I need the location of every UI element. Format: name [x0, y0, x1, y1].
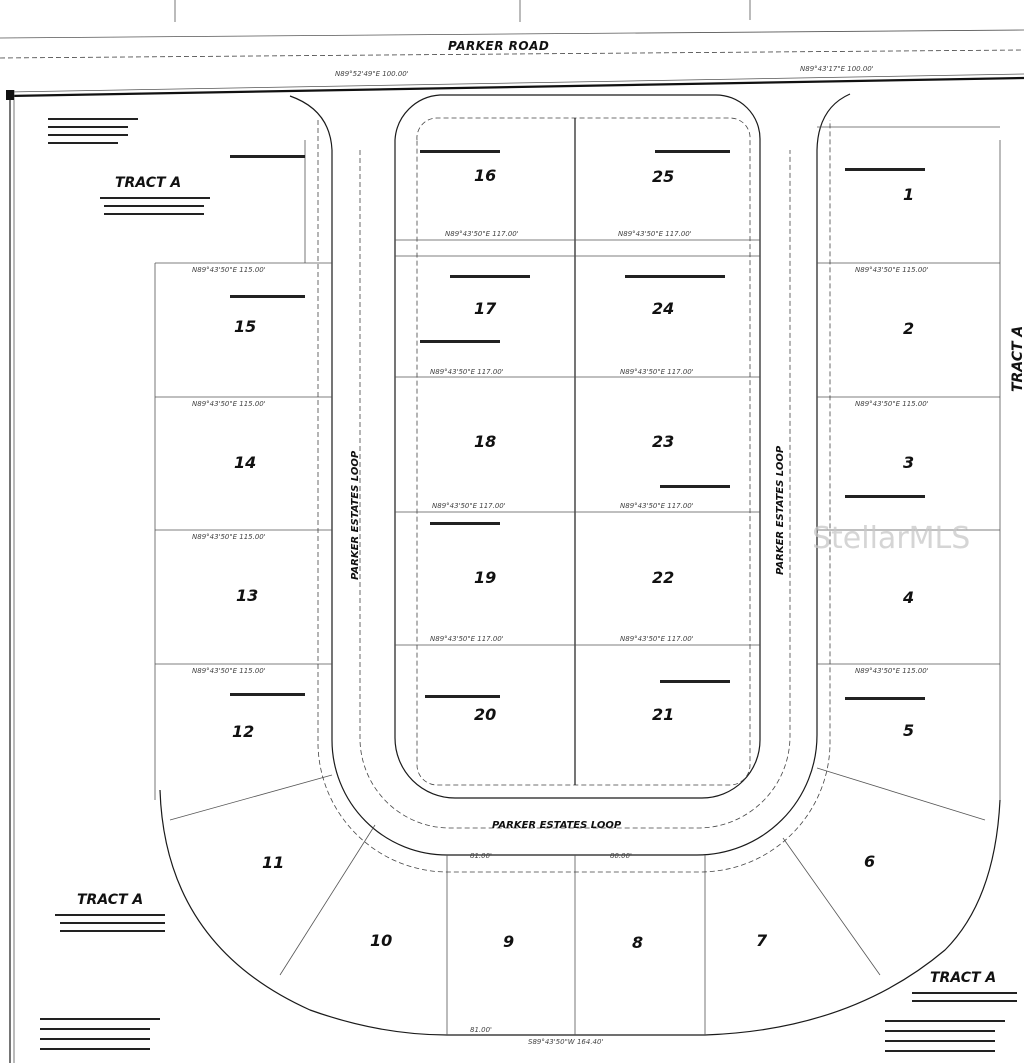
lot-25-label: 25 — [652, 167, 674, 186]
lot-line-bearing: N89°43'50"E 115.00' — [192, 667, 266, 675]
lot-2-label: 2 — [903, 319, 914, 338]
lot-15-label: 15 — [234, 317, 256, 336]
lot-17-label: 17 — [474, 299, 497, 318]
lot-10-label: 10 — [370, 931, 392, 950]
lot-line-bearing: N89°43'50"E 117.00' — [445, 230, 519, 238]
lot-6-label: 6 — [864, 852, 875, 871]
lot-line-bearing: N89°43'50"E 117.00' — [620, 502, 694, 510]
lot-21-label: 21 — [652, 705, 674, 724]
lot-8-label: 8 — [632, 933, 643, 952]
lot-line-bearing: N89°43'50"E 115.00' — [192, 400, 266, 408]
lot-width-label: 80.00' — [610, 852, 632, 860]
loop-road: PARKER ESTATES LOOP PARKER ESTATES LOOP … — [289, 93, 851, 856]
lot-19-label: 19 — [474, 568, 496, 587]
lot-4-label: 4 — [902, 588, 914, 607]
east-lots: N89°43'50"E 115.00' N89°43'50"E 115.00' … — [816, 126, 1001, 821]
lot-16-label: 16 — [474, 166, 496, 185]
lot-12-label: 12 — [232, 722, 254, 741]
inner-block-lots: N89°43'50"E 117.00' N89°43'50"E 117.00' … — [395, 118, 760, 785]
lot-width-label: 81.00' — [470, 1026, 492, 1034]
lot-line-bearing: N89°43'50"E 115.00' — [855, 667, 929, 675]
tract-notes — [40, 118, 1017, 1052]
inner-block-boundary — [416, 117, 751, 786]
loop-centerline — [359, 150, 791, 829]
lot-line-bearing: N89°43'50"E 117.00' — [618, 230, 692, 238]
loop-label-east: PARKER ESTATES LOOP — [775, 445, 786, 575]
tract-a-southwest-label: TRACT A — [77, 892, 143, 908]
lot-line-bearing: N89°43'50"E 115.00' — [855, 266, 929, 274]
lot-line-bearing: N89°43'50"E 117.00' — [430, 635, 504, 643]
loop-label-west: PARKER ESTATES LOOP — [350, 450, 361, 580]
lot-5-label: 5 — [903, 721, 914, 740]
lot-line-bearing: N89°43'50"E 117.00' — [620, 368, 694, 376]
road-north-line — [0, 29, 1024, 39]
road-south-line — [7, 73, 1024, 93]
lot-24-label: 24 — [652, 299, 674, 318]
lot-line-bearing: N89°43'50"E 115.00' — [192, 266, 266, 274]
sidewalk-line — [317, 120, 831, 873]
lot-7-label: 7 — [756, 931, 768, 950]
lot-numbers: 1 2 3 4 5 6 7 8 9 10 11 12 13 14 15 16 1… — [232, 166, 914, 952]
south-rear-boundary — [159, 789, 1001, 1036]
lot-14-label: 14 — [234, 453, 256, 472]
lot-line-bearing: N89°43'50"E 115.00' — [855, 400, 929, 408]
lot-line-bearing: N89°43'50"E 117.00' — [430, 368, 504, 376]
lot-width-label: 81.00' — [470, 852, 492, 860]
tract-a-northwest-label: TRACT A — [115, 175, 181, 191]
lot-9-label: 9 — [503, 932, 514, 951]
road-bearing-label: N89°52'49"E 100.00' — [335, 70, 409, 78]
road-south-right-of-way — [7, 76, 1024, 98]
lot-line-bearing: N89°43'50"E 117.00' — [432, 502, 506, 510]
lot-23-label: 23 — [652, 432, 674, 451]
benchmark-marker — [6, 90, 14, 100]
rear-bearing-label: S89°43'50"W 164.40' — [528, 1038, 603, 1046]
lot-line-bearing: N89°43'50"E 115.00' — [192, 533, 266, 541]
loop-outer-edge — [289, 93, 851, 856]
easement-marks — [230, 150, 925, 700]
parker-road: PARKER ROAD N89°52'49"E 100.00' N89°43'1… — [0, 0, 1024, 98]
tract-a-southeast-label: TRACT A — [930, 970, 996, 986]
lot-3-label: 3 — [903, 453, 914, 472]
south-lots: 81.00' 80.00' 81.00' S89°43'50"W 164.40' — [159, 789, 1001, 1046]
loop-label-south: PARKER ESTATES LOOP — [492, 820, 622, 831]
tract-a-east-label: TRACT A — [1010, 326, 1024, 392]
road-label: PARKER ROAD — [448, 39, 549, 53]
west-lots: N89°43'50"E 115.00' N89°43'50"E 115.00' … — [154, 140, 333, 821]
lot-1-label: 1 — [903, 185, 914, 204]
lot-22-label: 22 — [652, 568, 674, 587]
lot-20-label: 20 — [474, 705, 496, 724]
loop-inner-edge — [394, 94, 761, 799]
lot-18-label: 18 — [474, 432, 496, 451]
road-bearing-label-2: N89°43'17"E 100.00' — [800, 65, 874, 73]
lot-line-bearing: N89°43'50"E 117.00' — [620, 635, 694, 643]
watermark: StellarMLS — [812, 521, 970, 556]
road-centerline — [0, 49, 1024, 59]
lot-13-label: 13 — [236, 586, 258, 605]
lot-11-label: 11 — [262, 853, 284, 872]
tract-labels: TRACT A TRACT A TRACT A TRACT A — [77, 175, 1024, 986]
